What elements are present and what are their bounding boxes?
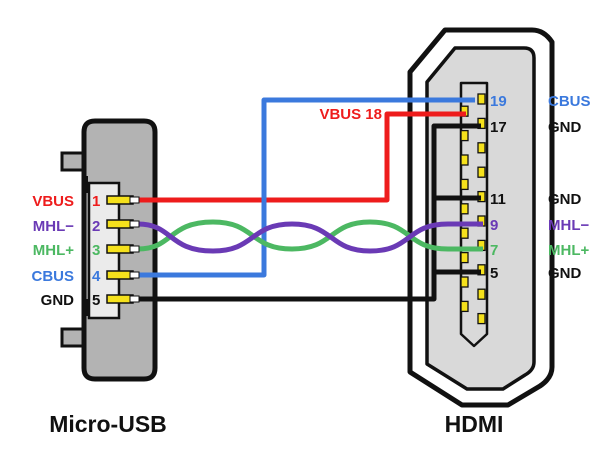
hdmi-signal-9: MHL− [548,217,589,234]
micro-usb-number-2: 2 [92,218,100,235]
micro-usb-pin-4-tip [129,271,140,279]
hdmi-number-9: 9 [490,217,498,234]
hdmi-pin-contact [477,312,486,325]
hdmi-signal-17: GND [548,119,582,136]
hdmi-signal-5: GND [548,265,582,282]
micro-usb-pin-5-tip [129,295,140,303]
micro-usb-pin-5 [106,294,134,304]
hdmi-vbus-18-label: VBUS 18 [319,106,382,123]
micro-usb-labels: VBUS 1 MHL− 2 MHL+ 3 CBUS 4 GND 5 [31,193,101,309]
micro-usb-signal-vbus: VBUS [32,193,74,210]
hdmi-pin-contact [477,142,486,154]
wires [137,97,483,302]
wire-mhl-plus [137,219,483,252]
micro-usb-notch-bottom [82,299,88,316]
hdmi-pin-contact [460,203,469,215]
hdmi-number-7: 7 [490,242,498,259]
micro-usb-pin-2-tip [129,220,140,228]
micro-usb-number-4: 4 [92,268,101,285]
wire-gnd [138,123,481,302]
wire-mhl-minus [137,221,483,254]
hdmi-pin-contact [460,178,469,191]
hdmi-title: HDMI [445,411,504,437]
micro-usb-notch-top [82,176,88,193]
hdmi-pin-contact [460,251,469,264]
micro-usb-upper-tab [60,151,86,172]
hdmi-connector [407,27,555,408]
micro-usb-number-3: 3 [92,242,100,259]
micro-usb-title: Micro-USB [49,411,167,437]
hdmi-pin-contacts [460,93,486,325]
hdmi-number-11: 11 [490,191,506,208]
hdmi-number-5: 5 [490,265,498,282]
micro-usb-pins [106,195,140,304]
micro-usb-number-1: 1 [92,193,100,210]
hdmi-signal-11: GND [548,191,582,208]
hdmi-number-19: 19 [490,93,507,110]
hdmi-pin-contact [477,117,486,130]
hdmi-number-17: 17 [490,119,507,136]
micro-usb-pin-1-tip [129,196,140,204]
hdmi-signal-7: MHL+ [548,242,589,259]
micro-usb-pin-4 [106,270,134,280]
hdmi-labels: VBUS 18 19 CBUS 17 GND 11 GND 9 MHL− 7 M… [319,93,590,282]
hdmi-pin-contact [460,276,469,288]
hdmi-pin-contact [460,154,469,166]
hdmi-pin-contact [477,288,486,300]
micro-usb-pin-1 [106,195,134,205]
hdmi-pin-contact [477,93,486,105]
hdmi-pin-contact [477,166,486,178]
micro-usb-number-5: 5 [92,292,100,309]
micro-usb-signal-cbus: CBUS [31,268,74,285]
micro-usb-lower-tab [60,327,86,348]
micro-usb-pin-3-tip [129,245,140,253]
micro-usb-signal-mhl-plus: MHL+ [33,242,74,259]
hdmi-pin-contact [460,300,469,313]
hdmi-signal-19: CBUS [548,93,591,110]
micro-usb-pin-3 [106,244,134,254]
micro-usb-signal-gnd: GND [41,292,75,309]
micro-usb-signal-mhl-minus: MHL− [33,218,74,235]
hdmi-pin-contact [460,129,469,142]
hdmi-pin-contact [460,227,469,239]
micro-usb-pin-2 [106,219,134,229]
wire-cbus [138,97,475,278]
